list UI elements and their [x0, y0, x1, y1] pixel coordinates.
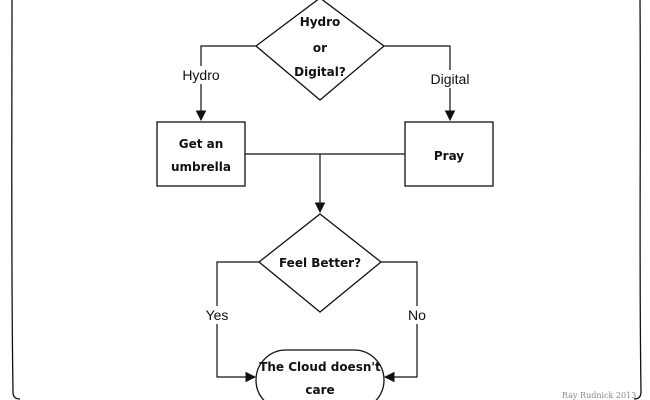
edge-hydro-label: Hydro — [182, 67, 220, 83]
artist-signature: Ray Rudnick 2013 — [562, 391, 636, 400]
edge-digital-label: Digital — [431, 71, 470, 87]
terminal-cloud-doesnt-care — [255, 349, 385, 400]
box-get-umbrella-line-1: Get an — [179, 137, 224, 151]
box-pray — [404, 121, 494, 187]
decision-feel-better — [257, 213, 383, 313]
decision-feel-better-text: Feel Better? — [279, 256, 361, 270]
panel-border — [11, 0, 642, 400]
edge-digital — [384, 45, 456, 122]
edge-no-label-bg — [403, 306, 431, 324]
edge-yes-label: Yes — [206, 307, 229, 323]
edge-yes-label-bg — [201, 306, 233, 324]
terminal-line-1: The Cloud doesn't — [259, 360, 381, 374]
terminal-line-2: care — [305, 383, 334, 397]
box-get-umbrella-line-2: umbrella — [171, 160, 231, 174]
edge-hydro — [195, 45, 256, 122]
edge-digital-label-bg — [424, 70, 476, 88]
box-get-umbrella — [156, 121, 246, 187]
decision-hydro-or-digital — [254, 0, 386, 101]
edge-no-label: No — [408, 307, 426, 323]
box-pray-text: Pray — [434, 149, 464, 163]
decision-top-line-1: Hydro — [300, 15, 341, 29]
edge-hydro-label-bg — [178, 66, 224, 84]
decision-top-line-3: Digital? — [294, 65, 346, 79]
decision-top-line-2: or — [313, 41, 327, 55]
